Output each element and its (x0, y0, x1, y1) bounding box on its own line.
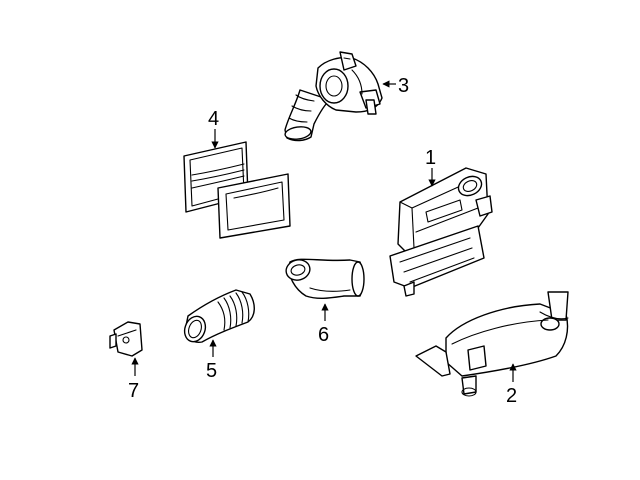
callout-2: 2 (506, 385, 517, 407)
part-1-air-cleaner-housing (389, 167, 493, 297)
callout-6: 6 (318, 324, 329, 346)
callout-3: 3 (398, 75, 409, 97)
part-4-air-filter (183, 141, 291, 239)
part-5-air-hose (183, 289, 255, 343)
part-6-intake-duct (285, 258, 365, 299)
part-3-mass-air-sensor (284, 51, 383, 142)
callout-1: 1 (425, 147, 436, 169)
callout-7: 7 (128, 380, 139, 402)
callout-5: 5 (206, 360, 217, 382)
callout-4: 4 (208, 108, 219, 130)
part-7-bracket (109, 321, 143, 357)
part-2-lower-housing (415, 291, 569, 397)
